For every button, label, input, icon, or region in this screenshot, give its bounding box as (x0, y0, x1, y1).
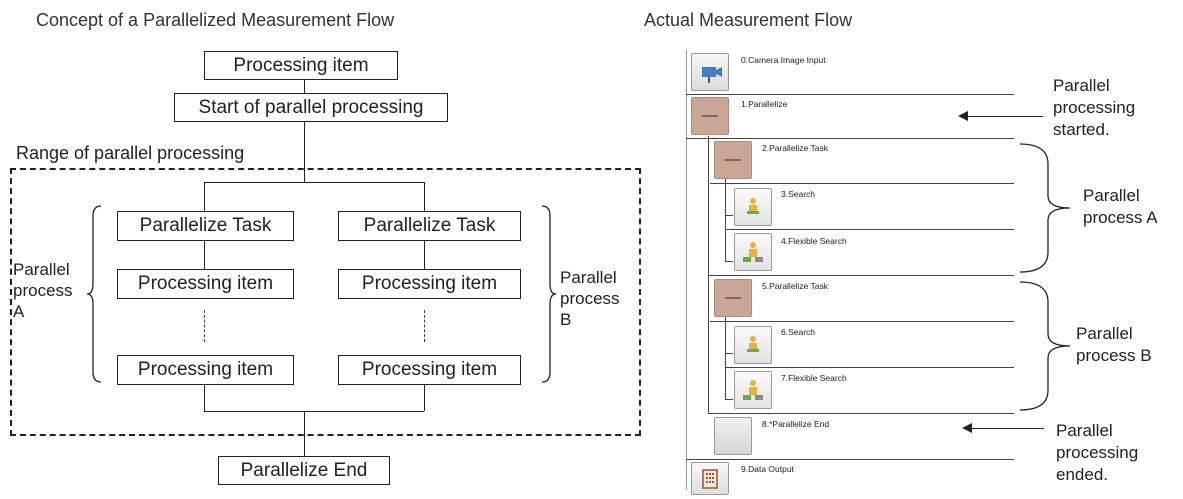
flow-separator (725, 229, 1014, 230)
brace-right-icon (541, 205, 557, 383)
flow-row-label: 0.Camera Image Input (741, 55, 826, 65)
flow-separator (708, 275, 1014, 276)
flow-row-label: 3.Search (781, 189, 816, 199)
parallelize-end-icon[interactable] (714, 417, 752, 455)
item-b2-box: Processing item (338, 355, 521, 385)
connector-line (304, 411, 305, 456)
arrow-line (970, 428, 1044, 429)
concept-title: Concept of a Parallelized Measurement Fl… (36, 10, 395, 30)
ended-note: Parallel processing ended. (1056, 421, 1139, 484)
item-a1-box: Processing item (117, 269, 294, 299)
parallelize-end-box: Parallelize End (218, 456, 390, 485)
search-icon[interactable] (734, 326, 772, 364)
arrow-line (966, 116, 1043, 117)
tree-tick (725, 215, 733, 216)
branch-bottom-line (204, 411, 424, 412)
parallelize-task-icon[interactable] (714, 141, 752, 179)
flow-row-label: 6.Search (781, 327, 816, 337)
process-a-label: Parallel process A (13, 260, 73, 321)
brace-process-b-icon (1019, 281, 1071, 411)
flexible-search-icon[interactable] (734, 233, 772, 271)
connector-line (204, 385, 205, 411)
ellipsis-line (204, 310, 205, 342)
flow-row-label: 1.Parallelize (741, 99, 788, 109)
flow-separator (710, 183, 1014, 184)
parallel-range-box (10, 168, 641, 436)
ellipsis-line (424, 310, 425, 342)
start-parallel-box: Start of parallel processing (174, 93, 448, 122)
task-a-box: Parallelize Task (117, 211, 294, 241)
connector-line (424, 182, 425, 211)
flow-row-label: 5.Parallelize Task (762, 281, 828, 291)
process-a-note: Parallel process A (1083, 186, 1158, 227)
flow-row-label: 7.Flexible Search (781, 373, 847, 383)
parallelize-task-icon[interactable] (714, 279, 752, 317)
tree-line (725, 317, 726, 399)
search-icon[interactable] (734, 188, 772, 226)
range-label: Range of parallel processing (16, 143, 245, 163)
item-a2-box: Processing item (117, 355, 294, 385)
connector-line (424, 385, 425, 411)
flow-row-label: 4.Flexible Search (781, 236, 847, 246)
process-b-label: Parallel process B (560, 268, 620, 329)
flow-panel-edge (686, 50, 687, 490)
tree-tick (725, 261, 733, 262)
brace-left-icon (86, 205, 102, 383)
tree-tick (725, 353, 733, 354)
parallelize-icon[interactable] (691, 97, 729, 135)
camera-icon[interactable] (691, 53, 729, 91)
connector-line (304, 80, 305, 93)
flow-separator (708, 413, 1014, 414)
flow-row-label: 8.*Parallelize End (762, 419, 830, 429)
brace-process-a-icon (1019, 143, 1071, 273)
flow-row-label: 2.Parallelize Task (762, 143, 828, 153)
task-b-box: Parallelize Task (338, 211, 521, 241)
flexible-search-icon[interactable] (734, 371, 772, 409)
top-processing-item: Processing item (204, 51, 398, 80)
process-b-note: Parallel process B (1076, 324, 1152, 365)
flow-separator (686, 138, 1014, 139)
connector-line (304, 122, 305, 182)
flow-row-label: 9.Data Output (741, 464, 794, 474)
started-note: Parallel processing started. (1053, 76, 1136, 139)
actual-title: Actual Measurement Flow (644, 10, 853, 30)
flow-separator (686, 459, 1014, 460)
connector-line (424, 241, 425, 269)
arrow-left-icon (962, 423, 972, 433)
branch-top-line (204, 182, 424, 183)
flow-separator (686, 94, 1014, 95)
flow-separator (725, 367, 1014, 368)
arrow-left-icon (958, 111, 968, 121)
connector-line (204, 182, 205, 211)
tree-line (725, 179, 726, 261)
data-output-icon[interactable] (691, 462, 729, 495)
flow-separator (710, 321, 1014, 322)
tree-tick (725, 399, 733, 400)
item-b1-box: Processing item (338, 269, 521, 299)
connector-line (204, 241, 205, 269)
